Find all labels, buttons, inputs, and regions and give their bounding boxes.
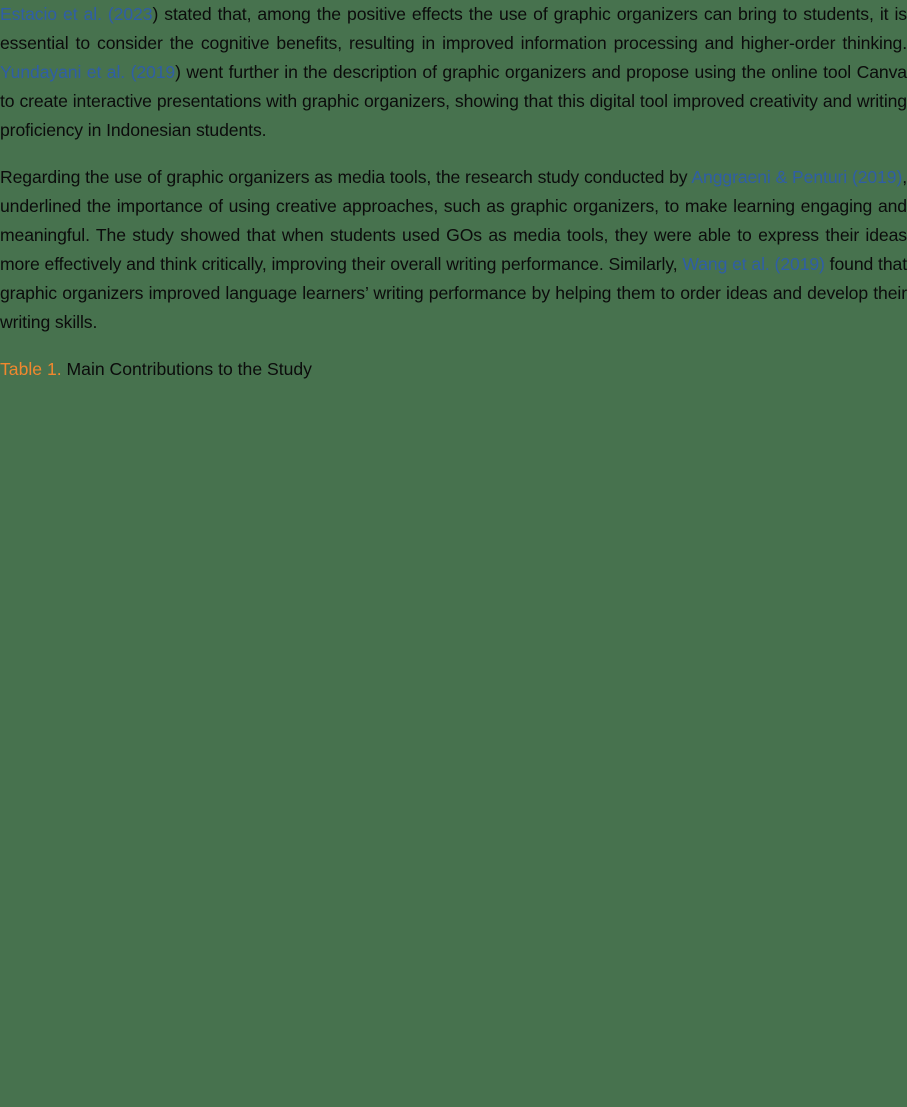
document-body: Estacio et al. (2023) stated that, among… <box>0 0 907 384</box>
citation-link-wang[interactable]: Wang et al. (2019) <box>682 254 825 274</box>
citation-link-anggraeni-penturi[interactable]: Anggraeni & Penturi (2019) <box>691 167 903 187</box>
citation-link-yundayani[interactable]: Yundayani et al. (2019 <box>0 62 176 82</box>
paragraph-text: Regarding the use of graphic organizers … <box>0 167 692 187</box>
paragraph-text: , underlined the importance of using cre… <box>0 167 907 274</box>
table-caption: Table 1. Main Contributions to the Study <box>0 355 907 384</box>
paragraph-text: found that graphic organizers improved l… <box>0 254 907 332</box>
table-caption-label: Table 1. <box>0 359 62 379</box>
table-caption-title: Main Contributions to the Study <box>61 359 312 379</box>
citation-link-estacio[interactable]: Estacio et al. (2023 <box>0 4 153 24</box>
paragraph-media-tools: Regarding the use of graphic organizers … <box>0 163 907 337</box>
paragraph-text: ) went further in the description of gra… <box>0 62 907 140</box>
paragraph-text: ) stated that, among the positive effect… <box>0 4 907 53</box>
paragraph-graphic-organizers-benefits: Estacio et al. (2023) stated that, among… <box>0 0 907 145</box>
